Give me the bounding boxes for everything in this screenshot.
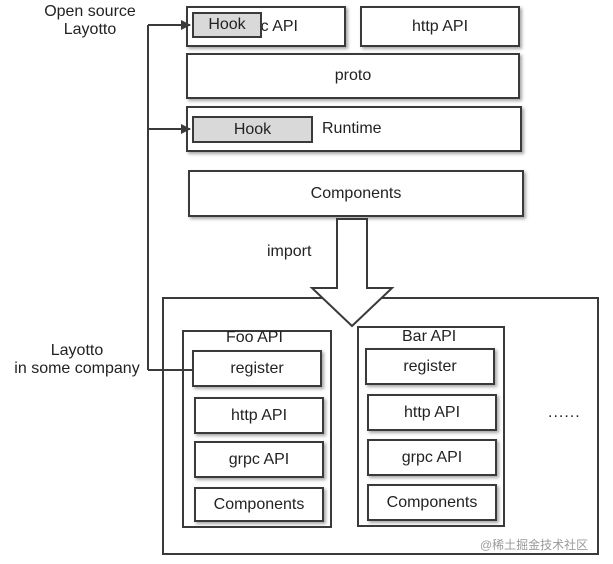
company-line2: in some company xyxy=(14,360,140,377)
ellipsis-label: ...... xyxy=(548,404,581,421)
http-api-top-label: http API xyxy=(411,17,469,35)
foo-register-label: register xyxy=(230,359,284,377)
foo-components-label: Components xyxy=(213,495,305,513)
components-top-label: Components xyxy=(310,184,402,202)
company-line1: Layotto xyxy=(50,342,104,359)
bar-http-api-label: http API xyxy=(403,403,461,421)
components-top-box: Components xyxy=(188,170,524,217)
hook-top-box: Hook xyxy=(192,12,262,38)
proto-label: proto xyxy=(334,67,372,84)
http-api-top-box: http API xyxy=(360,6,520,47)
bar-register-box: register xyxy=(365,348,495,385)
foo-http-api-box: http API xyxy=(194,397,324,434)
bar-http-api-box: http API xyxy=(367,394,497,431)
foo-http-api-label: http API xyxy=(230,406,288,424)
import-label: import xyxy=(267,243,312,260)
hook-runtime-label: Hook xyxy=(233,120,272,138)
foo-grpc-api-box: grpc API xyxy=(194,441,324,478)
bar-grpc-api-label: grpc API xyxy=(401,448,463,466)
bar-register-label: register xyxy=(403,357,457,375)
watermark-text: @稀土掘金技术社区 xyxy=(480,538,589,552)
open-source-line2: Layotto xyxy=(63,21,117,38)
hook-top-label: Hook xyxy=(208,16,246,33)
bar-components-label: Components xyxy=(386,493,478,511)
company-label: Layotto in some company xyxy=(2,342,152,378)
foo-components-box: Components xyxy=(194,487,324,522)
bar-components-box: Components xyxy=(367,484,497,521)
bar-grpc-api-box: grpc API xyxy=(367,439,497,476)
runtime-label: Runtime xyxy=(322,120,382,137)
proto-box: proto xyxy=(186,53,520,99)
hook-runtime-box: Hook xyxy=(192,116,313,143)
open-source-line1: Open source xyxy=(44,3,136,20)
bar-api-title: Bar API xyxy=(402,328,457,345)
grpc-api-partial-label: c API xyxy=(260,17,298,35)
foo-api-title: Foo API xyxy=(226,329,283,346)
open-source-label: Open source Layotto xyxy=(30,3,150,39)
foo-grpc-api-label: grpc API xyxy=(228,450,290,468)
foo-register-box: register xyxy=(192,350,322,387)
